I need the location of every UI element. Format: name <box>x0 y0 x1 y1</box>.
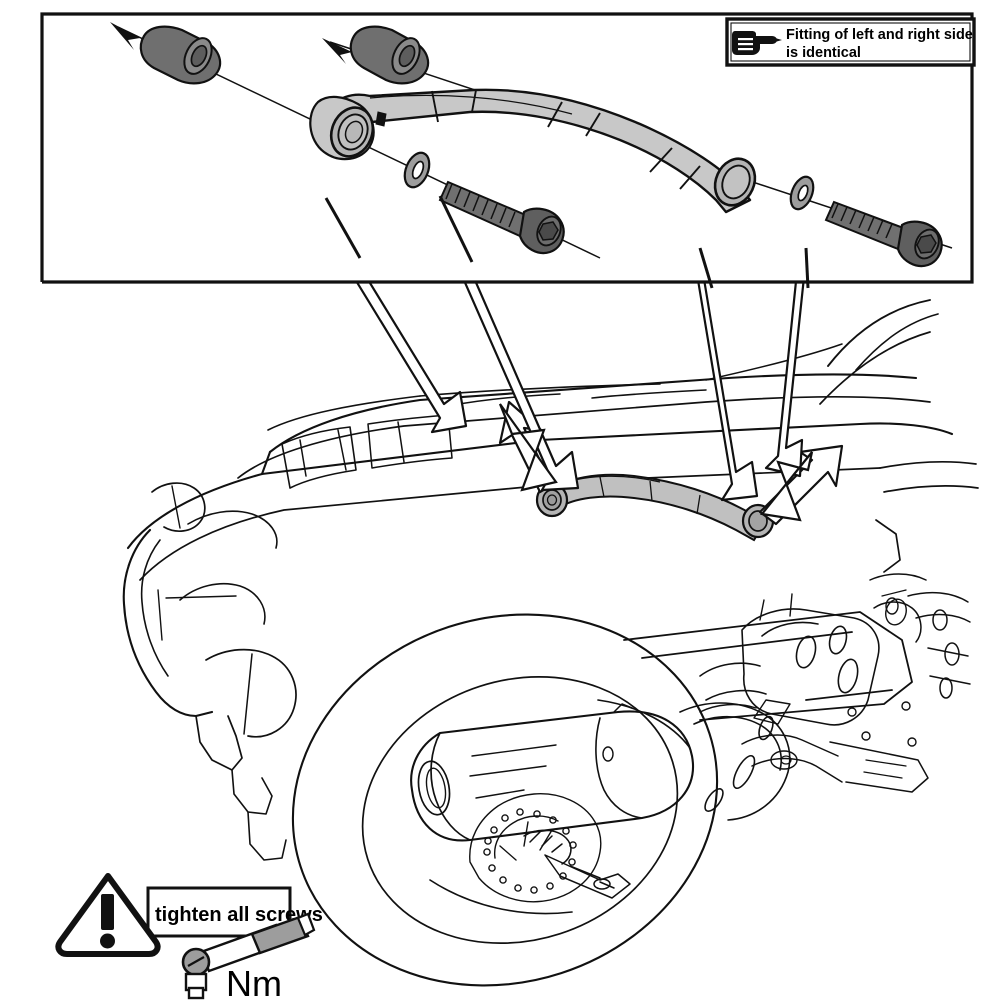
footpeg-bracket <box>699 573 929 793</box>
rear-seat <box>705 299 939 405</box>
pointing-hand-icon <box>732 31 782 55</box>
exclamation-bar <box>101 894 114 930</box>
warning-triangle-icon <box>55 873 161 957</box>
info-box-line-1: Fitting of left and right side <box>786 27 973 43</box>
rear-frame-detail <box>907 591 971 699</box>
warning-text: tighten all screws <box>155 904 323 926</box>
washer-right <box>789 175 815 211</box>
torque-wrench-icon <box>181 912 316 1000</box>
bolt-right <box>824 200 943 268</box>
torque-unit-label: Nm <box>226 963 282 1000</box>
exclamation-dot <box>100 933 115 949</box>
subframe <box>122 510 297 861</box>
rear-wheel <box>429 699 691 915</box>
assembly-axis-arrowheads <box>110 22 352 64</box>
arrow-heads <box>498 403 814 522</box>
bolt-left <box>438 180 565 255</box>
installed-bracket <box>535 473 775 542</box>
warning-box: tighten all screws Nm <box>55 873 323 1000</box>
rear-tyre <box>291 613 719 987</box>
bracket-part <box>309 88 757 214</box>
swingarm <box>623 611 913 721</box>
brake-disc <box>469 793 602 903</box>
spacer-right <box>349 25 430 85</box>
detail-box-border <box>40 12 974 284</box>
info-box-line-2: is identical <box>786 45 861 61</box>
spacer-left <box>139 25 222 85</box>
info-box: Fitting of left and right side is identi… <box>725 17 976 67</box>
bracket-eye-left <box>309 95 387 161</box>
washer-left <box>403 151 431 189</box>
exploded-assembly-detail <box>40 12 974 289</box>
bracket-eye-right <box>713 157 757 207</box>
exhaust-silencer <box>410 703 695 842</box>
turn-signal <box>151 482 206 532</box>
detail-leader-lines <box>324 195 810 289</box>
right-body-panel <box>875 461 979 615</box>
